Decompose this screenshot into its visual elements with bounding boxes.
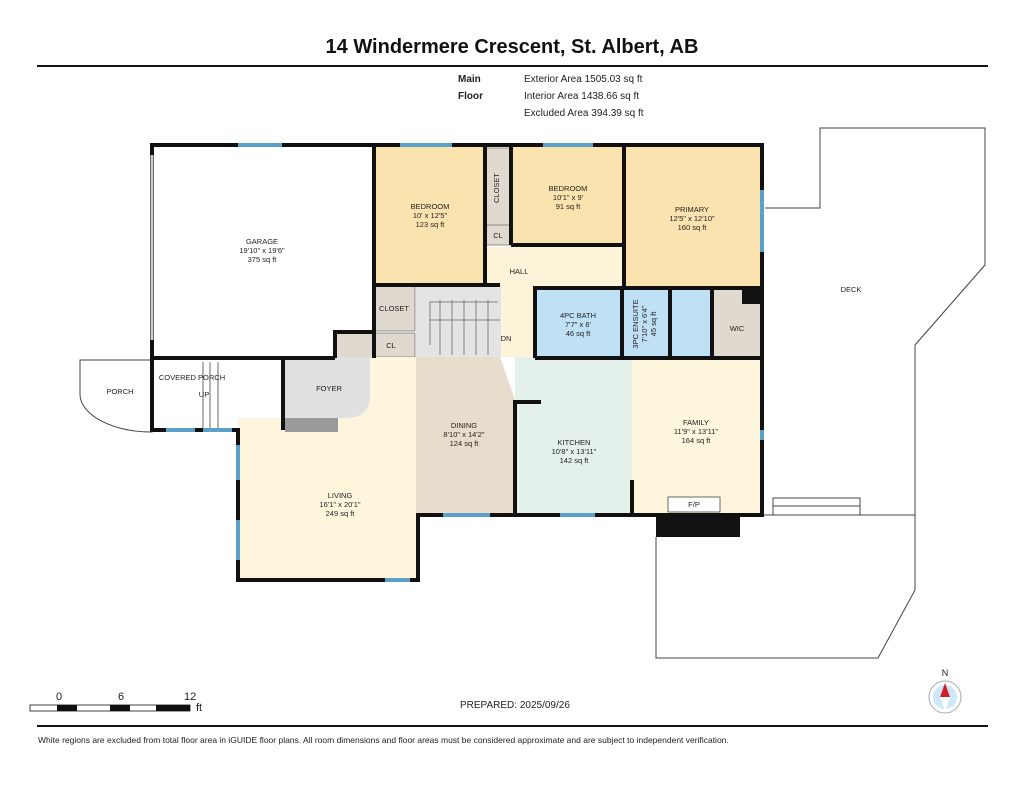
scale-tick-12: 12 (184, 691, 197, 703)
svg-text:249 sq ft: 249 sq ft (326, 509, 356, 518)
disclaimer: White regions are excluded from total fl… (38, 735, 729, 745)
svg-text:KITCHEN: KITCHEN (558, 438, 591, 447)
room-kitchen (515, 357, 632, 515)
label-stairs-up: UP (199, 390, 209, 399)
svg-text:160 sq ft: 160 sq ft (678, 223, 708, 232)
svg-text:GARAGE: GARAGE (246, 237, 278, 246)
svg-text:BEDROOM: BEDROOM (549, 184, 588, 193)
label-family: FAMILY 11'9" x 13'11" 164 sq ft (674, 418, 719, 445)
compass-icon (928, 680, 962, 714)
compass-north-label: N (942, 668, 949, 678)
label-garage: GARAGE 19'10" x 19'6" 375 sq ft (239, 237, 285, 264)
scale-bar (29, 704, 191, 712)
svg-text:PRIMARY: PRIMARY (675, 205, 709, 214)
room-storage (335, 333, 372, 357)
svg-text:10' x 12'5": 10' x 12'5" (413, 211, 448, 220)
interior-area: Interior Area 1438.66 sq ft (524, 91, 640, 102)
room-foyer (285, 357, 370, 418)
label-living: LIVING 16'1" x 20'1" 249 sq ft (319, 491, 360, 518)
svg-text:142 sq ft: 142 sq ft (560, 456, 590, 465)
room-living (238, 418, 418, 580)
svg-text:123 sq ft: 123 sq ft (416, 220, 446, 229)
svg-text:375 sq ft: 375 sq ft (248, 255, 278, 264)
svg-text:FAMILY: FAMILY (683, 418, 709, 427)
stair-treads (429, 300, 500, 355)
header-divider (37, 65, 988, 67)
page-title: 14 Windermere Crescent, St. Albert, AB (325, 36, 699, 58)
room-ensuite-shower (672, 288, 712, 358)
room-closet-left (373, 284, 416, 332)
svg-text:124 sq ft: 124 sq ft (450, 439, 480, 448)
svg-text:10'8" x 13'11": 10'8" x 13'11" (552, 447, 597, 456)
floor-name: Main Floor (458, 74, 483, 102)
label-4pc-bath: 4PC BATH 7'7" x 6' 46 sq ft (560, 311, 596, 338)
svg-text:10'1" x 9': 10'1" x 9' (553, 193, 584, 202)
svg-text:46 sq ft: 46 sq ft (566, 329, 592, 338)
label-3pc-ensuite: 3PC ENSUITE 7'10" x 6'4" 45 sq ft (631, 299, 658, 348)
scale-tick-6: 6 (118, 691, 125, 703)
fireplace (667, 496, 721, 513)
room-4pc-bath (535, 288, 622, 358)
svg-text:12'5" x 12'10": 12'5" x 12'10" (669, 214, 715, 223)
svg-text:164 sq ft: 164 sq ft (682, 436, 712, 445)
label-dining: DINING 8'10" x 14'2" 124 sq ft (443, 421, 484, 448)
label-bedroom-2: BEDROOM 10'1" x 9' 91 sq ft (549, 184, 588, 211)
label-closet-left: CLOSET (379, 304, 409, 313)
label-covered-porch: COVERED PORCH (159, 373, 225, 382)
svg-text:3PC ENSUITE: 3PC ENSUITE (631, 299, 640, 348)
svg-text:7'10" x 6'4": 7'10" x 6'4" (640, 305, 649, 342)
deck-outline (655, 127, 986, 659)
scale-unit: ft (196, 702, 203, 714)
svg-text:BEDROOM: BEDROOM (411, 202, 450, 211)
scale-tick-0: 0 (56, 691, 63, 703)
svg-text:8'10" x 14'2": 8'10" x 14'2" (443, 430, 484, 439)
svg-text:16'1" x 20'1": 16'1" x 20'1" (319, 500, 360, 509)
label-fireplace: F/P (688, 500, 700, 509)
excluded-area: Excluded Area 394.39 sq ft (524, 108, 644, 119)
exterior-area: Exterior Area 1505.03 sq ft (524, 74, 643, 85)
room-dining (416, 357, 515, 515)
label-deck: DECK (841, 285, 862, 294)
svg-text:LIVING: LIVING (328, 491, 353, 500)
fireplace-hearth (656, 515, 740, 537)
porch (79, 359, 153, 433)
room-3pc-ensuite (624, 288, 669, 358)
label-primary: PRIMARY 12'5" x 12'10" 160 sq ft (669, 205, 715, 232)
svg-text:4PC BATH: 4PC BATH (560, 311, 596, 320)
label-stairs-dn: DN (501, 334, 512, 343)
room-bedroom-1 (374, 145, 485, 285)
svg-text:45 sq ft: 45 sq ft (649, 311, 658, 337)
svg-text:91 sq ft: 91 sq ft (556, 202, 582, 211)
footer-divider (37, 725, 988, 727)
room-garage (152, 145, 374, 358)
room-primary (625, 145, 762, 288)
room-cl-left (373, 332, 416, 358)
label-kitchen: KITCHEN 10'8" x 13'11" 142 sq ft (552, 438, 597, 465)
label-foyer: FOYER (316, 384, 342, 393)
prepared-date: PREPARED: 2025/09/26 (460, 700, 570, 711)
svg-text:19'10" x 19'6": 19'10" x 19'6" (239, 246, 285, 255)
label-cl-left: CL (386, 341, 396, 350)
label-bedroom-1: BEDROOM 10' x 12'5" 123 sq ft (411, 202, 450, 229)
svg-text:11'9" x 13'11": 11'9" x 13'11" (674, 427, 719, 436)
svg-text:7'7" x 6': 7'7" x 6' (565, 320, 592, 329)
label-hall: HALL (510, 267, 529, 276)
label-porch: PORCH (106, 387, 133, 396)
label-cl-top: CL (493, 231, 503, 240)
room-bedroom-2 (512, 145, 623, 245)
label-closet-top: CLOSET (492, 173, 501, 203)
room-closet-top (485, 147, 511, 239)
windows (166, 143, 764, 582)
label-wic: WIC (730, 324, 745, 333)
room-family (632, 357, 762, 515)
svg-text:DINING: DINING (451, 421, 477, 430)
